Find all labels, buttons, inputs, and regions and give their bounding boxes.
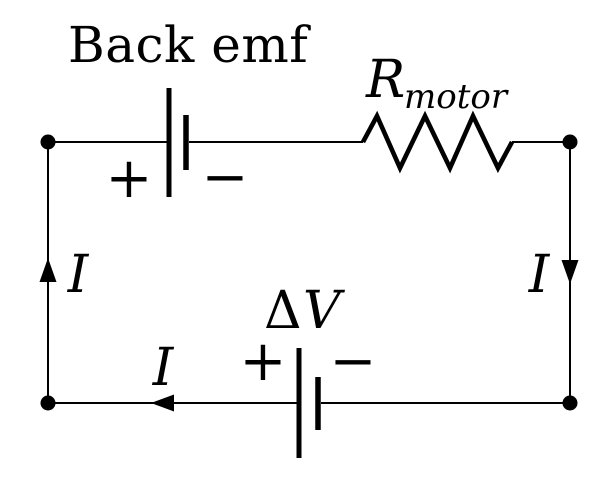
back-emf-label: Back emf	[68, 16, 311, 74]
resistor-subscript-label: motor	[404, 77, 509, 117]
current-arrow-left-icon	[151, 394, 174, 412]
junction-node-top-right	[562, 134, 578, 150]
resistor-label: R	[365, 50, 405, 110]
current-arrow-down-icon	[561, 260, 579, 284]
voltage-symbol-label: V	[303, 281, 345, 341]
source-plus-sign: +	[240, 329, 287, 394]
current-label-bottom: I	[152, 338, 175, 398]
current-label-left: I	[67, 245, 90, 305]
resistor-zigzag-symbol	[360, 110, 515, 174]
back-emf-minus-sign: −	[202, 145, 249, 210]
junction-node-bottom-right	[562, 395, 578, 411]
current-arrow-up-icon	[39, 258, 57, 282]
delta-symbol-label: Δ	[264, 281, 302, 341]
back-emf-plus-sign: +	[106, 146, 153, 211]
junction-node-bottom-left	[40, 395, 56, 411]
source-minus-sign: −	[330, 329, 377, 394]
junction-node-top-left	[40, 134, 56, 150]
current-label-right: I	[528, 245, 551, 305]
